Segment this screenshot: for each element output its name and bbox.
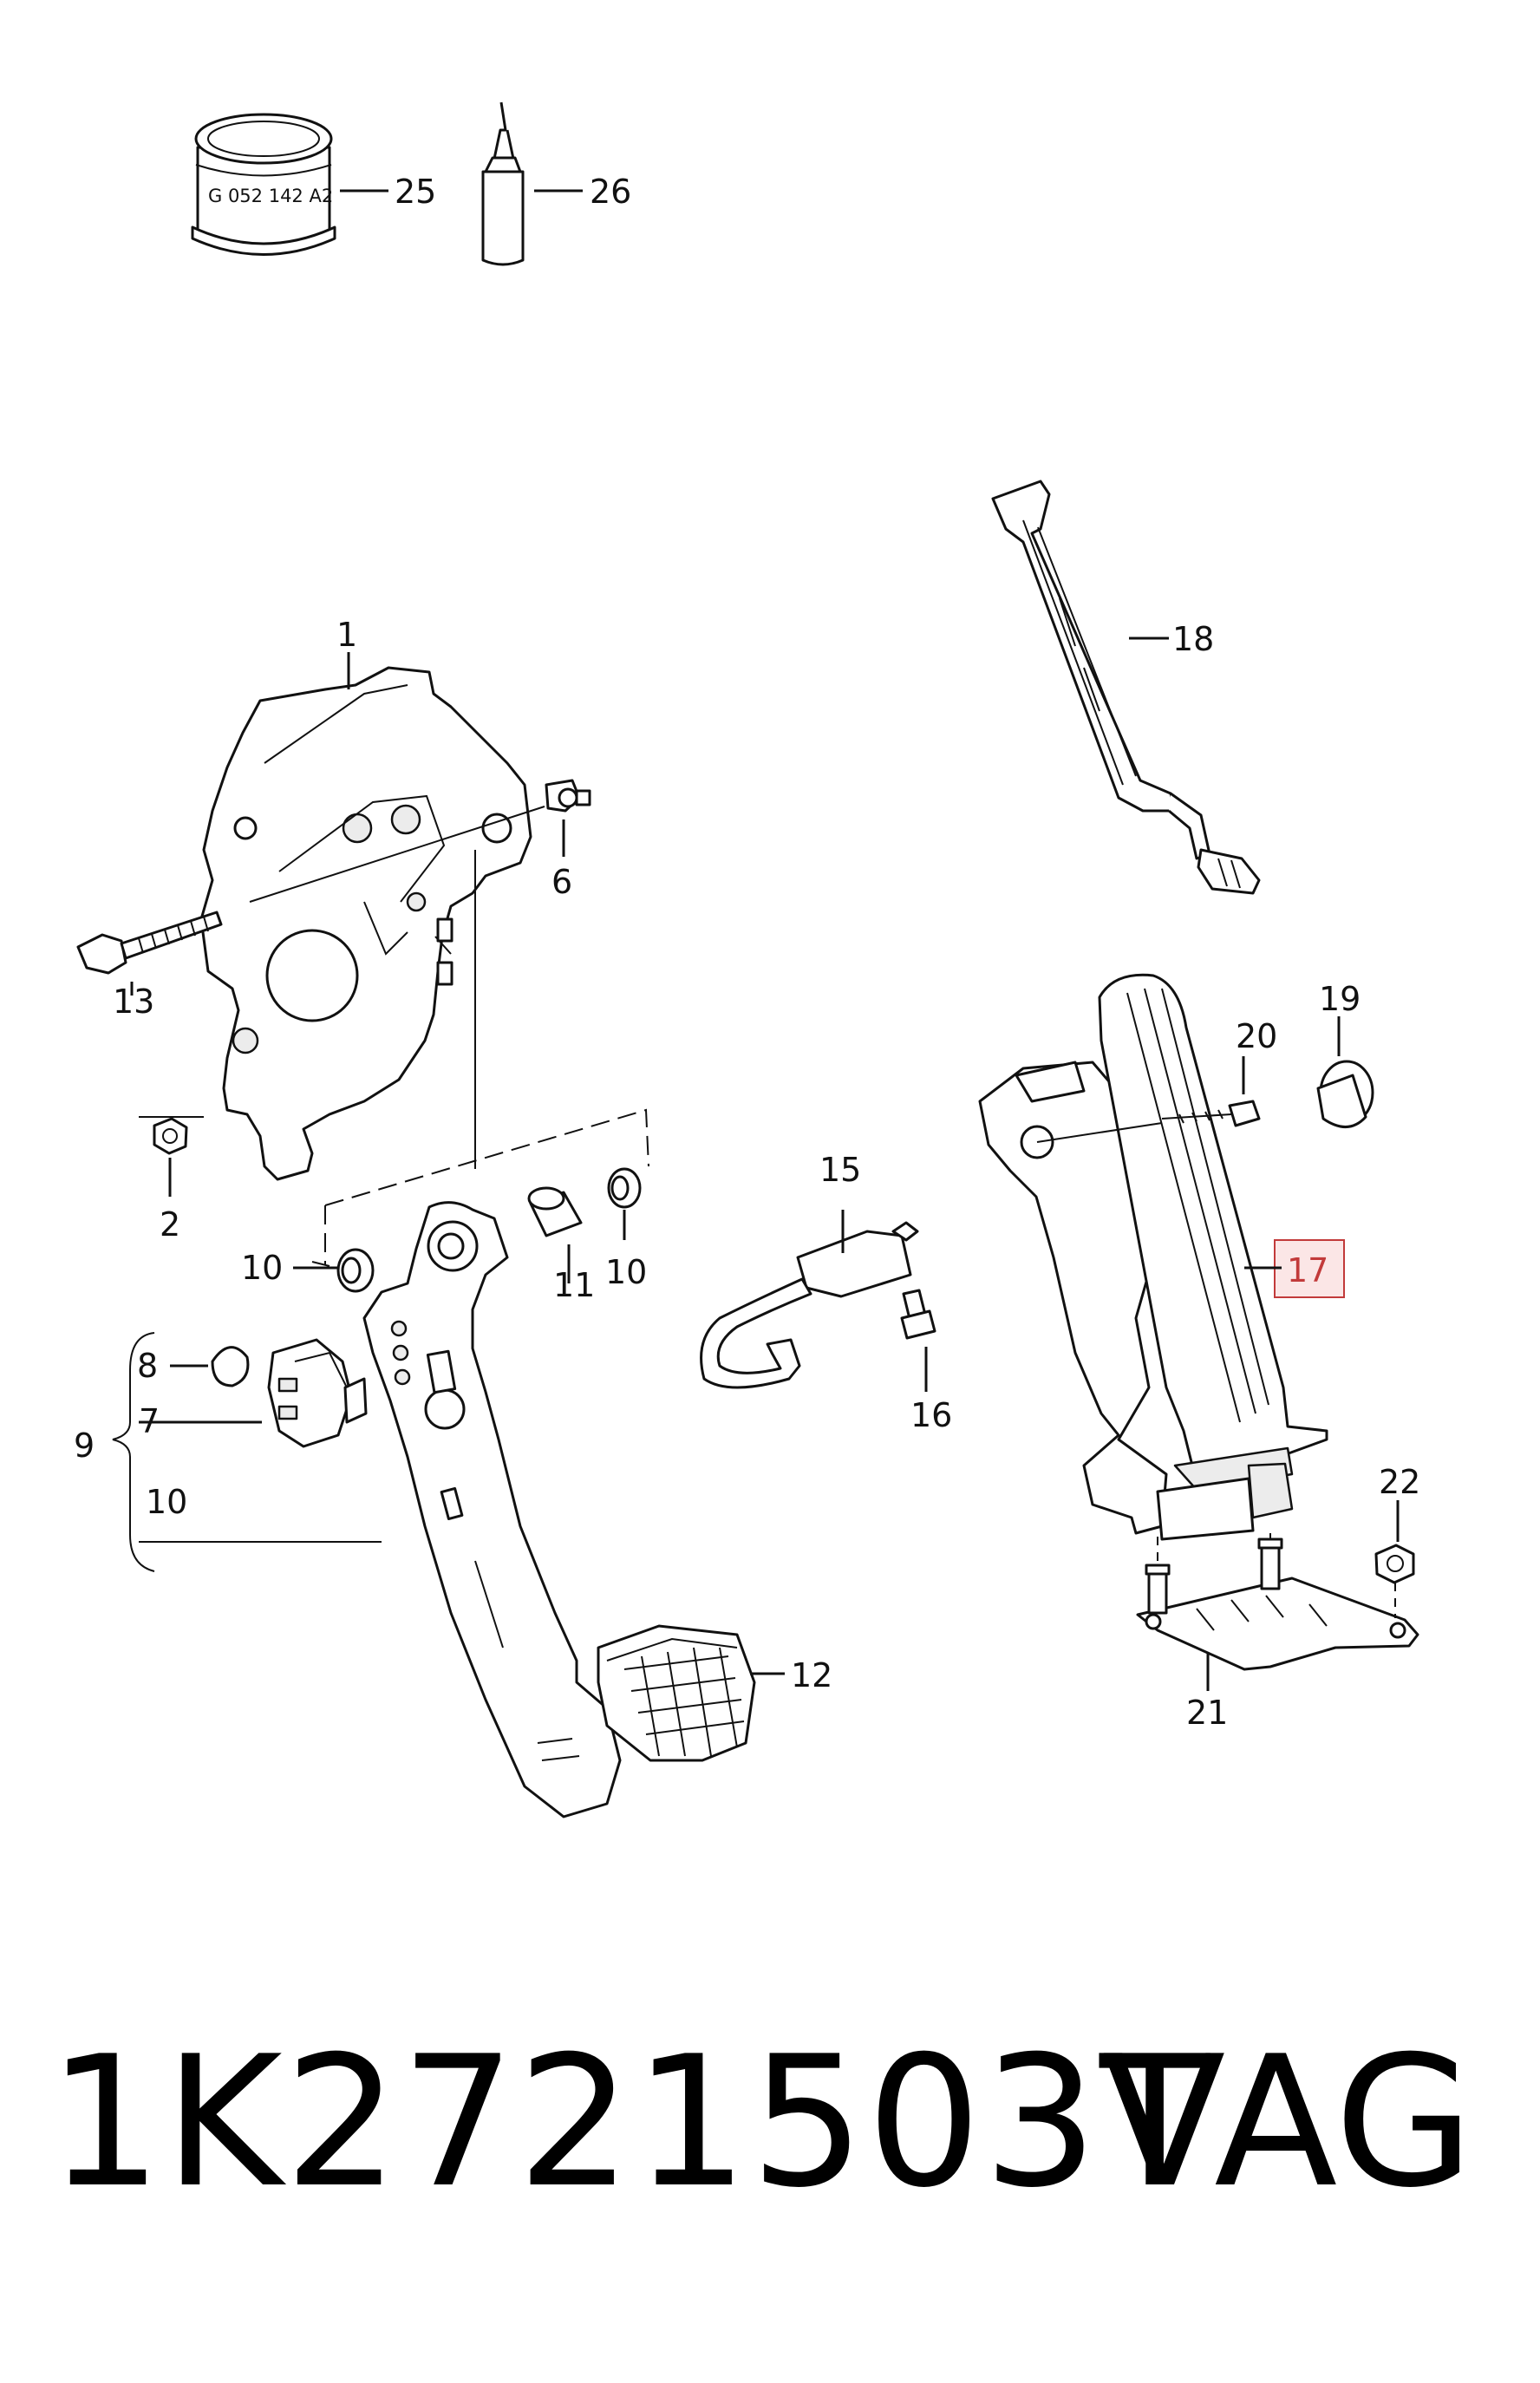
sleeve-11 bbox=[527, 1186, 583, 1237]
callout-10-left: 10 bbox=[241, 1249, 283, 1287]
callout-17: 17 bbox=[1287, 1251, 1328, 1289]
brand-name: VAG bbox=[1102, 2018, 1474, 2228]
callout-10-right: 10 bbox=[605, 1253, 647, 1291]
pedal-lever bbox=[362, 1201, 622, 1818]
callout-22: 22 bbox=[1379, 1463, 1420, 1501]
pedal-pad-12 bbox=[597, 1624, 756, 1762]
callout-18: 18 bbox=[1172, 620, 1214, 658]
bushing-left bbox=[336, 1248, 375, 1293]
can-label: G 052 142 A2 bbox=[208, 186, 333, 206]
grease-can: G 052 142 A2 bbox=[191, 113, 336, 256]
callout-10-bracket: 10 bbox=[146, 1483, 187, 1521]
callout-15: 15 bbox=[819, 1151, 861, 1189]
callout-8: 8 bbox=[137, 1347, 158, 1385]
callout-19: 19 bbox=[1319, 980, 1361, 1018]
callout-20: 20 bbox=[1236, 1017, 1277, 1055]
nut-22 bbox=[1374, 1544, 1415, 1584]
callout-11: 11 bbox=[553, 1266, 595, 1304]
callout-26: 26 bbox=[590, 173, 631, 211]
callout-6: 6 bbox=[551, 863, 572, 901]
switch-bracket-15 bbox=[700, 1221, 919, 1389]
callout-17-highlight bbox=[1274, 1239, 1345, 1298]
pedal-bracket bbox=[199, 666, 532, 1181]
long-bolt bbox=[76, 911, 223, 975]
sensor-strip bbox=[991, 480, 1261, 895]
callout-2: 2 bbox=[160, 1205, 180, 1244]
screw-16 bbox=[900, 1289, 936, 1340]
small-nut bbox=[545, 779, 591, 813]
callout-9: 9 bbox=[74, 1427, 95, 1465]
accelerator-pedal-17 bbox=[978, 973, 1328, 1541]
mounting-plate-21 bbox=[1136, 1538, 1419, 1671]
part-number: 1K2721503T bbox=[48, 2018, 1212, 2228]
callout-13: 13 bbox=[113, 983, 154, 1021]
callout-21: 21 bbox=[1186, 1694, 1228, 1732]
callout-16: 16 bbox=[910, 1396, 952, 1434]
callout-7: 7 bbox=[139, 1402, 160, 1440]
screw-20 bbox=[1161, 1100, 1261, 1127]
callout-1: 1 bbox=[336, 616, 357, 654]
callout-12: 12 bbox=[791, 1656, 832, 1694]
bushing-right bbox=[607, 1167, 642, 1209]
callout-25: 25 bbox=[395, 173, 436, 211]
cap-19 bbox=[1316, 1060, 1374, 1128]
spring-unit-7 bbox=[267, 1338, 368, 1448]
adhesive-bottle bbox=[481, 101, 525, 266]
clip-8 bbox=[211, 1346, 250, 1387]
nut-2 bbox=[153, 1117, 188, 1155]
footer: 1K2721503T VAG bbox=[35, 2010, 1509, 2236]
